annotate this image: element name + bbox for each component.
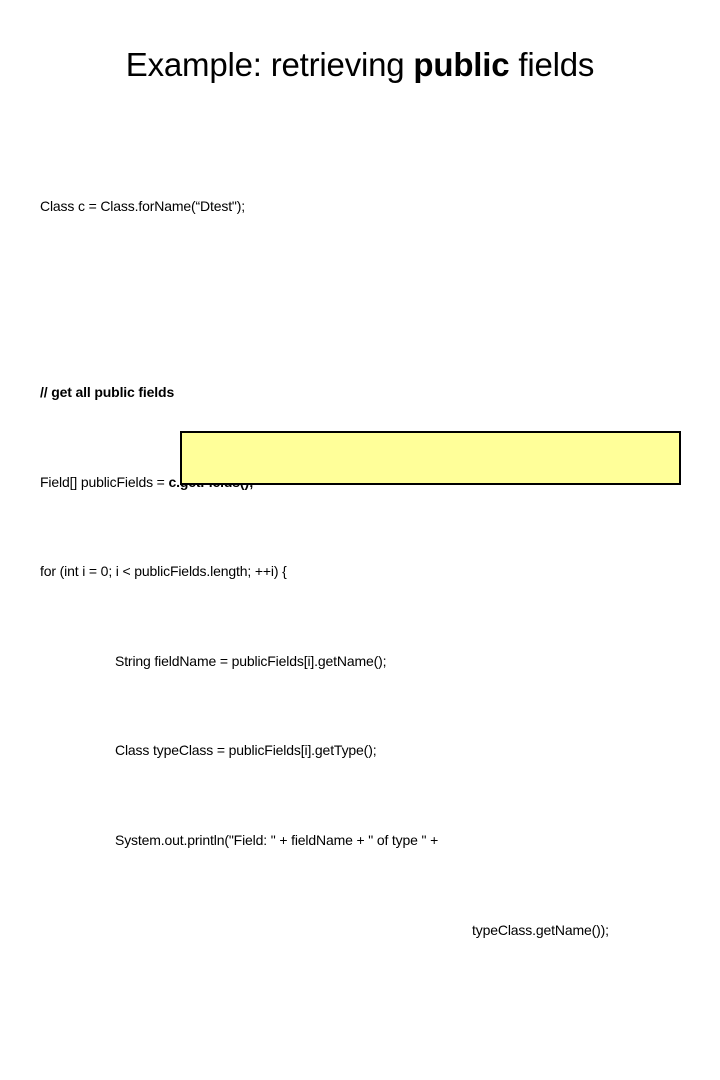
code-line-fieldname: String fieldName = publicFields[i].getNa… [115,652,387,669]
page-title-suffix: fields [509,46,595,83]
code-blank-line [40,285,690,314]
code-line-typeclass: Class typeClass = publicFields[i].getTyp… [115,742,377,759]
code-line-for: for (int i = 0; i < publicFields.length;… [40,563,287,580]
code-line-comment: // get all public fields [40,384,175,401]
code-line-println-continued: typeClass.getName()); [472,921,609,938]
page-title-emphasis: public [413,46,510,83]
code-blank-line-2 [40,1008,690,1037]
page-title: Example: retrieving public fields [0,45,720,85]
code-line-println: System.out.println("Field: " + fieldName… [115,832,439,849]
code-listing: Class c = Class.forName(“Dtest"); // get… [40,128,690,1080]
code-line-fields-prefix: Field[] publicFields = [40,473,169,490]
page-title-prefix: Example: retrieving [125,46,414,83]
program-output-box: Field: aPublicInt of type int Field: aPu… [180,431,681,485]
code-line-declare: Class c = Class.forName(“Dtest"); [40,198,246,215]
slide-root: { "slide": { "title": { "prefix": "Examp… [0,45,720,938]
output-line: Field: aPublicInt of type int [188,481,679,483]
